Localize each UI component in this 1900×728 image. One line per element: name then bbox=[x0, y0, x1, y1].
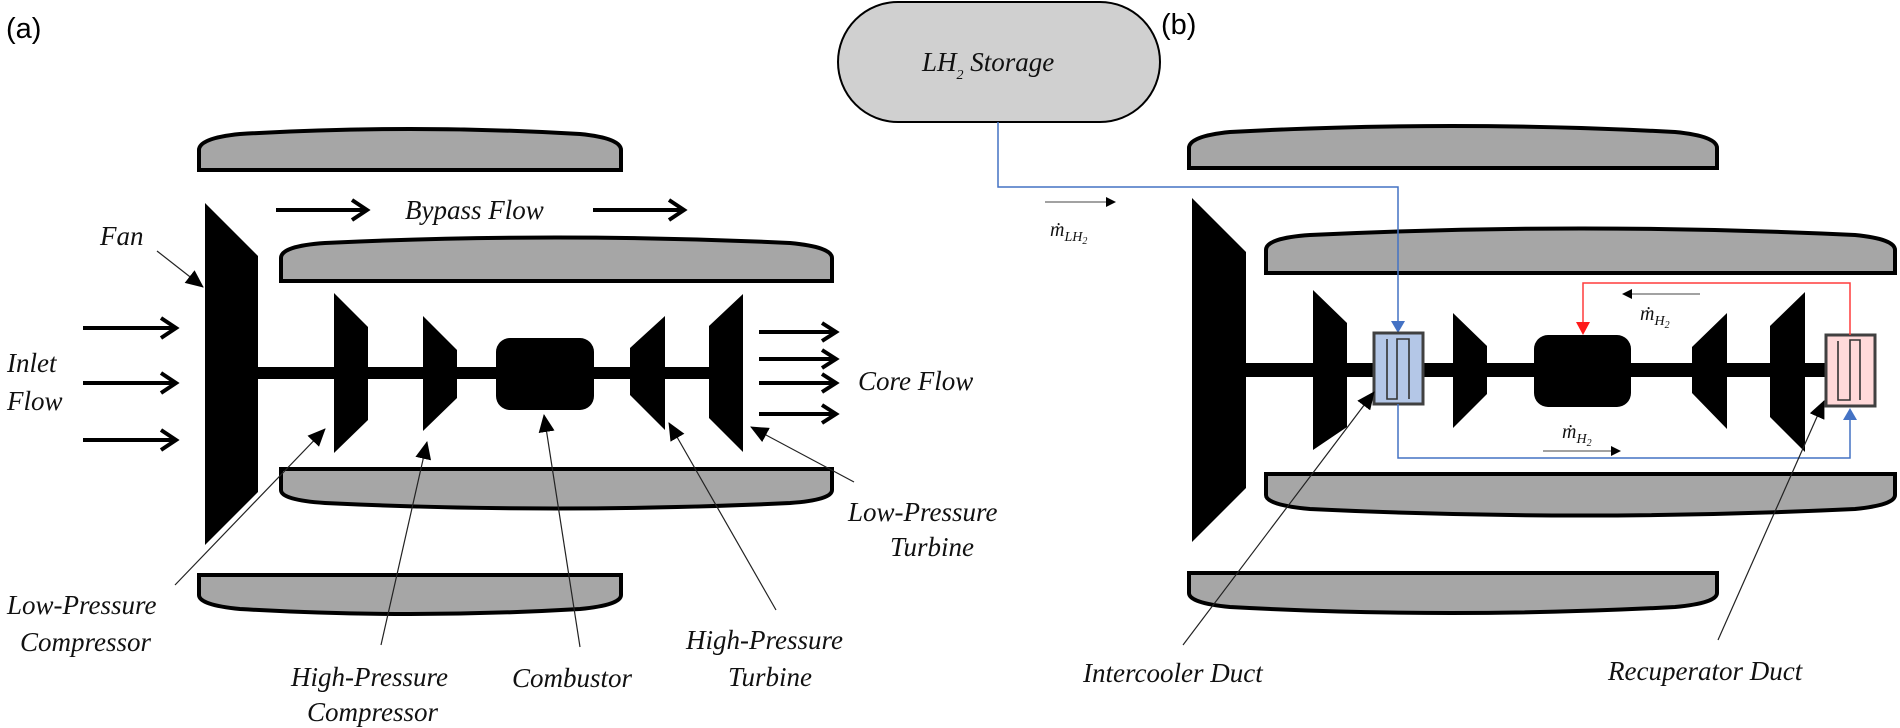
intercooler-inlet-arrow-icon bbox=[1391, 321, 1405, 333]
low-pressure-compressor bbox=[1313, 290, 1347, 450]
fan-blade bbox=[1192, 198, 1246, 542]
hpt-label-line2: Turbine bbox=[728, 662, 812, 692]
bypass-flow-label: Bypass Flow bbox=[405, 195, 544, 225]
inner-nacelle-upper bbox=[279, 235, 834, 283]
core-flow-arrows bbox=[759, 321, 840, 425]
high-pressure-turbine bbox=[1692, 313, 1727, 429]
lpc-label-line1: Low-Pressure bbox=[6, 590, 157, 620]
lpc-leader bbox=[174, 428, 326, 586]
h2-forward-line bbox=[1397, 404, 1851, 459]
panel-b-label: (b) bbox=[1161, 9, 1196, 41]
inlet-flow-label-line2: Flow bbox=[6, 386, 63, 416]
hpc-leader bbox=[380, 441, 432, 646]
core-flow-label: Core Flow bbox=[858, 366, 973, 396]
inner-nacelle-lower bbox=[279, 467, 834, 511]
intercooler-duct-label: Intercooler Duct bbox=[1082, 658, 1264, 688]
bypass-flow-arrow-left bbox=[276, 198, 371, 222]
inner-nacelle-upper bbox=[1264, 226, 1897, 275]
recuperator-leader bbox=[1717, 400, 1825, 641]
panel-a-label: (a) bbox=[6, 13, 41, 45]
recuperator-inlet-arrow-icon bbox=[1843, 408, 1857, 420]
combustor bbox=[496, 338, 594, 410]
bypass-flow-arrow-right bbox=[593, 198, 688, 222]
fan-label: Fan bbox=[99, 221, 144, 251]
recuperator-heat-exchanger bbox=[1824, 333, 1877, 408]
combustor bbox=[1534, 335, 1631, 407]
shaft bbox=[258, 367, 718, 379]
recuperator-duct-label: Recuperator Duct bbox=[1607, 656, 1804, 686]
low-pressure-turbine bbox=[1770, 292, 1805, 452]
hpt-label-line1: High-Pressure bbox=[685, 625, 843, 655]
panel-b: (b) LH2 Storage bbox=[837, 1, 1897, 688]
hpc-label-line2: Compressor bbox=[307, 697, 439, 727]
lpc-label-line2: Compressor bbox=[20, 627, 152, 657]
lh2-storage-tank bbox=[837, 1, 1161, 123]
high-pressure-compressor bbox=[423, 316, 457, 431]
lpt-label-line1: Low-Pressure bbox=[847, 497, 998, 527]
mass-flow-lh2: ṁLH2 bbox=[1045, 197, 1116, 247]
fan-blade bbox=[205, 203, 258, 545]
svg-text:ṁLH2: ṁLH2 bbox=[1050, 219, 1087, 247]
low-pressure-compressor bbox=[334, 293, 368, 453]
mass-flow-h2-recirculation: ṁH2 bbox=[1622, 289, 1700, 331]
combustor-leader bbox=[538, 414, 581, 648]
outer-nacelle-upper bbox=[197, 127, 623, 172]
inlet-flow-label-line1: Inlet bbox=[6, 348, 58, 378]
hpc-label-line1: High-Pressure bbox=[290, 662, 448, 692]
high-pressure-compressor bbox=[1453, 313, 1487, 428]
low-pressure-turbine bbox=[709, 294, 743, 452]
high-pressure-turbine bbox=[630, 316, 665, 430]
intercooler-leader bbox=[1182, 391, 1375, 646]
lh2-supply-line bbox=[997, 122, 1399, 324]
combustor-label: Combustor bbox=[512, 663, 633, 693]
outer-nacelle-lower bbox=[197, 573, 623, 616]
h2-recirculation-line bbox=[1582, 282, 1851, 335]
lpt-label-line2: Turbine bbox=[890, 532, 974, 562]
lpt-leader bbox=[750, 426, 855, 483]
inner-nacelle-lower bbox=[1264, 472, 1897, 518]
svg-text:ṁH2: ṁH2 bbox=[1640, 303, 1670, 331]
fan-leader bbox=[156, 250, 204, 288]
outer-nacelle-upper bbox=[1187, 124, 1719, 170]
inlet-flow-arrows bbox=[83, 316, 180, 452]
mass-flow-h2-forward: ṁH2 bbox=[1543, 421, 1621, 456]
outer-nacelle-lower bbox=[1187, 571, 1719, 615]
panel-a: (a) Bypass Flow bbox=[6, 13, 998, 727]
svg-text:ṁH2: ṁH2 bbox=[1562, 421, 1592, 449]
combustor-inlet-arrow-icon bbox=[1576, 322, 1590, 335]
lh2-storage-label: LH2 Storage bbox=[921, 47, 1054, 83]
intercooler-heat-exchanger bbox=[1372, 331, 1425, 406]
hpt-leader bbox=[668, 422, 777, 611]
